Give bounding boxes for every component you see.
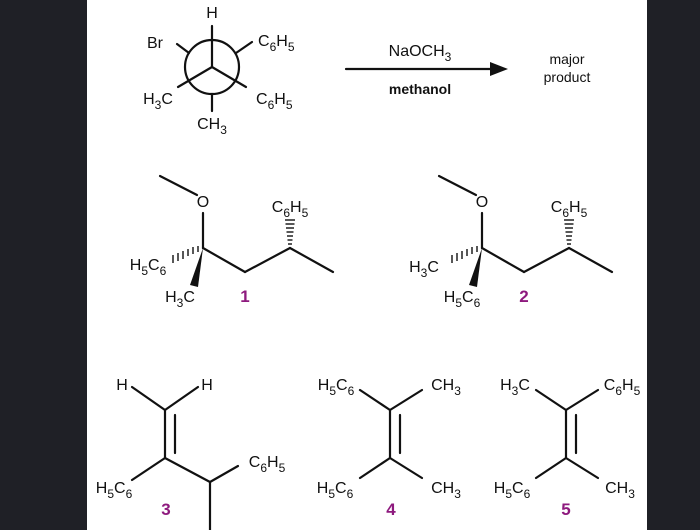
h-bond-left — [130, 385, 167, 412]
chain-bond-2 — [243, 246, 292, 274]
bond-ch — [163, 456, 212, 484]
bond-h5c6 — [130, 456, 167, 482]
choice-4-structure: H5C6 CH3 H5C6 CH3 4 — [317, 377, 461, 519]
reaction-arrow: NaOCH3 methanol major product — [344, 43, 591, 97]
chain-bond-2 — [522, 246, 571, 274]
chain-bond-3 — [288, 246, 335, 274]
bond-tr — [564, 388, 600, 412]
choice-1-structure: O C6H5 H5C6 H3C 1 — [130, 174, 335, 310]
choice-4-number[interactable]: 4 — [386, 500, 396, 519]
result-label-line1: major — [549, 51, 584, 67]
choice-2-number[interactable]: 2 — [519, 287, 528, 306]
methoxy-bond — [437, 174, 478, 197]
newman-front-top: H — [206, 5, 218, 22]
bond-bl — [534, 456, 568, 480]
choice-5-number[interactable]: 5 — [561, 500, 570, 519]
methoxy-bond — [158, 174, 199, 197]
h-right: H — [201, 377, 213, 394]
bond-bl — [358, 456, 392, 480]
choice-5-structure: H3C C6H5 H5C6 CH3 5 — [494, 377, 641, 519]
front-bond-right — [210, 65, 248, 89]
h3c-top-left: H3C — [500, 377, 530, 398]
newman-front-left: H3C — [143, 91, 173, 112]
h-bond-right — [163, 385, 200, 412]
c6h5-top: C6H5 — [551, 199, 588, 220]
chain-bond-1 — [480, 246, 526, 274]
bond-c6h5 — [208, 464, 240, 484]
front-bond-left — [176, 65, 214, 89]
bond-tl — [534, 388, 568, 412]
back-bond-br — [175, 42, 191, 55]
newman-front-right: C6H5 — [256, 91, 293, 112]
bond-br — [564, 456, 600, 480]
oxygen-atom: O — [197, 194, 209, 211]
arrow-head — [490, 62, 508, 76]
h5c6-bottom: H5C6 — [444, 289, 481, 310]
ch3-bottom-right: CH3 — [605, 480, 635, 501]
hashed-wedge-left — [451, 246, 478, 263]
question-panel — [87, 0, 647, 530]
h5c6-left: H5C6 — [130, 257, 167, 278]
choice-1-number[interactable]: 1 — [240, 287, 249, 306]
h5c6-top-left: H5C6 — [318, 377, 355, 398]
bond-tr — [388, 388, 424, 412]
h3c-left: H3C — [409, 259, 439, 280]
result-label-line2: product — [544, 69, 591, 85]
newman-projection: H Br C6H5 H3C C6H5 CH3 — [143, 5, 295, 137]
h5c6-label: H5C6 — [96, 480, 133, 501]
back-bond-ph1 — [234, 40, 254, 55]
hashed-wedge-left — [172, 246, 199, 263]
solid-wedge-down — [190, 248, 203, 287]
reagent-label: NaOCH3 — [389, 43, 452, 64]
chain-bond-1 — [201, 246, 247, 274]
ch3-top-right: CH3 — [431, 377, 461, 398]
choice-2-structure: O C6H5 H3C H5C6 2 — [409, 174, 614, 310]
newman-back-right: C6H5 — [258, 33, 295, 54]
hashed-wedge-up — [564, 219, 574, 245]
chain-bond-3 — [567, 246, 614, 274]
bond-tl — [358, 388, 392, 412]
bond-br — [388, 456, 424, 480]
newman-back-left: Br — [147, 35, 164, 52]
h5c6-bottom-left: H5C6 — [494, 480, 531, 501]
choice-3-structure: H H H5C6 C6H5 3 — [96, 377, 286, 530]
solid-wedge-down — [469, 248, 482, 287]
newman-front-bottom: CH3 — [197, 116, 227, 137]
c6h5-top-right: C6H5 — [604, 377, 641, 398]
c6h5-top: C6H5 — [272, 199, 309, 220]
hashed-wedge-up — [285, 219, 295, 245]
ch3-bottom-right: CH3 — [431, 480, 461, 501]
solvent-label: methanol — [389, 81, 451, 97]
h5c6-bottom-left: H5C6 — [317, 480, 354, 501]
c6h5-label: C6H5 — [249, 454, 286, 475]
h3c-bottom: H3C — [165, 289, 195, 310]
oxygen-atom: O — [476, 194, 488, 211]
choice-3-number[interactable]: 3 — [161, 500, 170, 519]
h-left: H — [116, 377, 128, 394]
